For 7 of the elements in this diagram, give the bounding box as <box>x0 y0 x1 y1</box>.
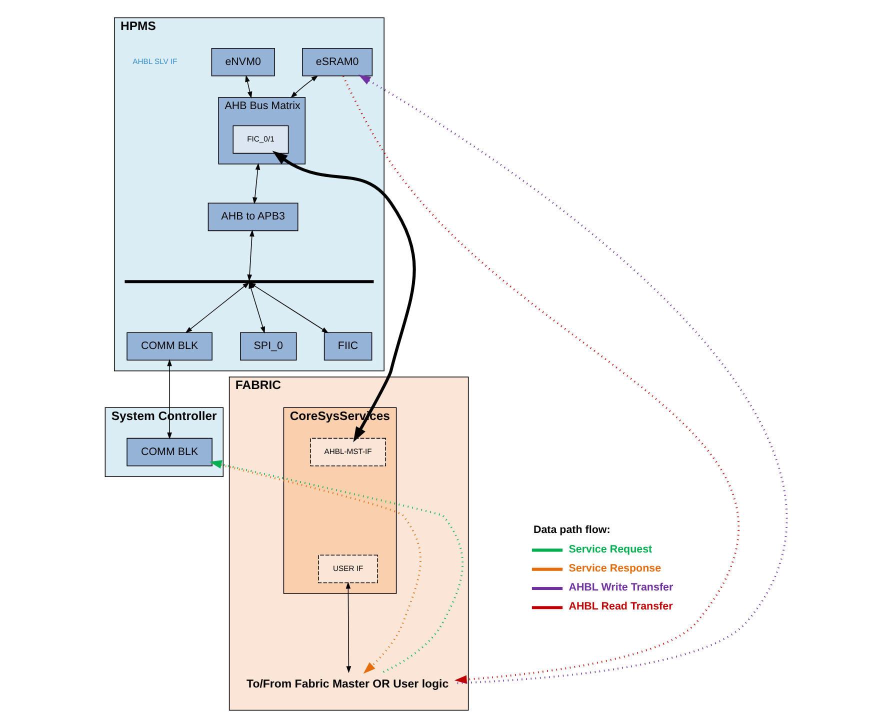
label: Data path flow: <box>532 524 610 536</box>
legend-label: Service Request <box>568 543 652 556</box>
legend-label: AHBL Read Transfer <box>568 600 672 613</box>
legend-label: Service Response <box>568 562 661 574</box>
label: AHBL SLV IF <box>132 57 177 66</box>
node-text: To/From Fabric Master OR User logic <box>246 678 448 691</box>
legend-label: AHBL Write Transfer <box>568 582 673 594</box>
